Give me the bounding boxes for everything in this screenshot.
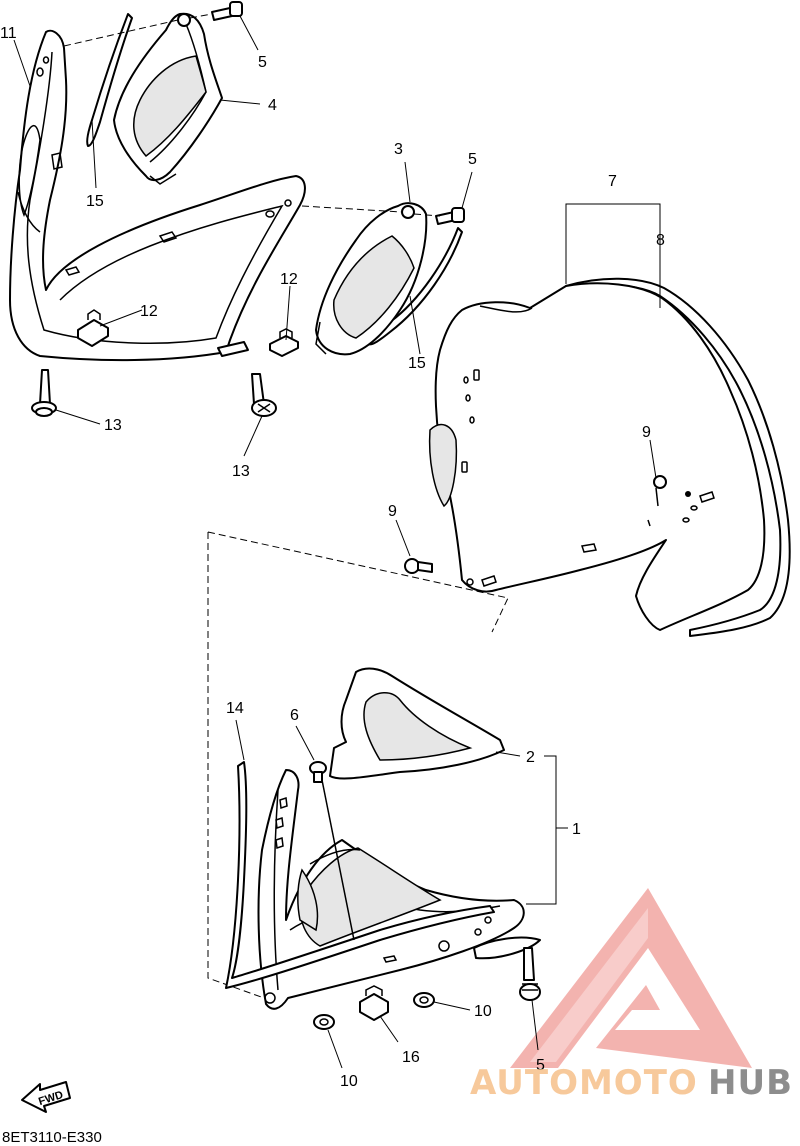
callout-14: 14 bbox=[226, 700, 244, 717]
callout-9: 9 bbox=[642, 424, 651, 441]
part-3-inner-panel-right bbox=[315, 202, 428, 356]
part-16-nut bbox=[359, 985, 389, 1021]
part-11-side-cowling bbox=[9, 29, 306, 362]
callout-12: 12 bbox=[140, 303, 158, 320]
part-2-lower-inner-panel bbox=[329, 667, 505, 780]
callout-5: 5 bbox=[258, 54, 267, 71]
callout-11: 11 bbox=[0, 25, 17, 42]
part-5-screw-top bbox=[211, 1, 243, 21]
assembly-line-3 bbox=[301, 205, 403, 213]
callout-1: 1 bbox=[572, 821, 581, 838]
bracket-7-8 bbox=[565, 203, 661, 308]
watermark-text-part2: HUB bbox=[708, 1063, 793, 1103]
callout-5: 5 bbox=[536, 1057, 545, 1074]
part-5-screw-mid bbox=[435, 207, 465, 225]
watermark-text-part1: AUTOMOTO bbox=[470, 1063, 698, 1103]
watermark-logo-icon bbox=[510, 888, 752, 1068]
callout-9: 9 bbox=[388, 503, 397, 520]
part-10-grommet-right bbox=[413, 992, 435, 1008]
callout-5: 5 bbox=[468, 151, 477, 168]
callout-16: 16 bbox=[402, 1049, 420, 1066]
part-6-screw bbox=[309, 761, 355, 941]
fwd-arrow-icon: FWD bbox=[21, 1081, 71, 1113]
part-7-windshield bbox=[428, 282, 766, 631]
callout-10: 10 bbox=[340, 1073, 358, 1090]
callout-6: 6 bbox=[290, 707, 299, 724]
part-8-windshield-outer bbox=[565, 277, 791, 637]
watermark-text: AUTOMOTO HUB bbox=[470, 1063, 793, 1103]
part-15-seal-strip-upper bbox=[86, 13, 133, 147]
callout-13: 13 bbox=[104, 417, 122, 434]
callout-15: 15 bbox=[408, 355, 426, 372]
callout-8: 8 bbox=[656, 232, 665, 249]
callout-labels: 11 5 4 15 3 5 7 8 12 12 15 13 13 9 9 14 … bbox=[0, 25, 665, 1090]
part-10-grommet-left bbox=[313, 1014, 335, 1030]
part-5-screw-lower bbox=[519, 947, 541, 1001]
callout-2: 2 bbox=[526, 749, 535, 766]
callout-7: 7 bbox=[608, 173, 617, 190]
part-13-screw-left bbox=[31, 369, 57, 417]
part-14-seal-strip bbox=[225, 761, 495, 989]
callout-12: 12 bbox=[280, 271, 298, 288]
part-9-screw-right bbox=[647, 475, 667, 527]
callout-3: 3 bbox=[394, 141, 403, 158]
callout-4: 4 bbox=[268, 97, 277, 114]
assembly-line-2 bbox=[189, 13, 213, 19]
callout-10: 10 bbox=[474, 1003, 492, 1020]
part-9-screw-left bbox=[404, 558, 433, 574]
reference-box-line bbox=[207, 531, 509, 999]
part-12-nut bbox=[77, 319, 109, 347]
assembly-line-4 bbox=[413, 213, 441, 217]
part-12-nut-separate bbox=[269, 335, 299, 357]
assembly-line-1 bbox=[63, 19, 179, 47]
part-13-screw-right bbox=[251, 373, 277, 417]
diagram-code: 8ET3110-E330 bbox=[2, 1129, 102, 1146]
callout-15: 15 bbox=[86, 193, 104, 210]
callout-13: 13 bbox=[232, 463, 250, 480]
leader-lines bbox=[13, 15, 657, 1069]
part-4-inner-panel-left bbox=[113, 12, 223, 185]
part-1-lower-cowling bbox=[257, 769, 541, 1010]
